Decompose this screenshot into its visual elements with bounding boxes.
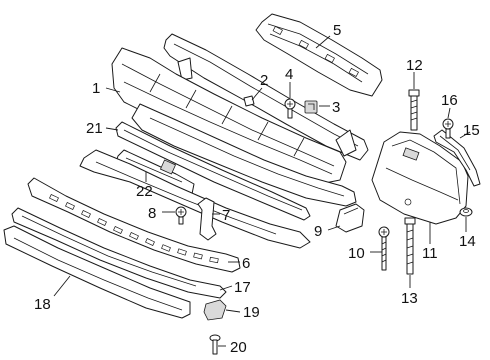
leader-21 xyxy=(105,127,119,131)
part-1-energy-absorber xyxy=(111,47,347,185)
callout-13: 13 xyxy=(401,290,418,307)
part-2-reinforcement-bar xyxy=(163,33,369,161)
leader-18 xyxy=(53,275,71,297)
callout-labels: 1 2 3 4 5 6 7 8 9 10 11 12 13 14 15 16 1… xyxy=(34,22,480,356)
part-6-lower-grille xyxy=(27,177,241,273)
part-16-bolt xyxy=(442,118,454,139)
leader-lines xyxy=(53,35,471,347)
part-17-lower-strip xyxy=(11,207,227,299)
callout-4: 4 xyxy=(285,66,293,83)
callout-3: 3 xyxy=(332,99,340,116)
callout-12: 12 xyxy=(406,57,423,74)
part-7-small-bracket xyxy=(197,197,217,241)
part-14-nut xyxy=(459,207,473,217)
callout-2: 2 xyxy=(260,72,268,89)
part-8-push-clip xyxy=(175,206,187,225)
part-grille-body xyxy=(131,103,357,207)
part-12-long-bolt xyxy=(408,89,420,131)
callout-9: 9 xyxy=(314,223,322,240)
part-5-upper-bracket xyxy=(255,13,383,97)
leader-16 xyxy=(447,107,451,119)
leader-9 xyxy=(327,225,341,231)
part-upper-cover-panel xyxy=(79,149,311,249)
callout-16: 16 xyxy=(441,92,458,109)
part-18-lower-valance xyxy=(3,225,191,319)
callout-10: 10 xyxy=(348,245,365,262)
callout-5: 5 xyxy=(333,22,341,39)
part-13-long-bolt xyxy=(404,217,416,275)
callout-6: 6 xyxy=(242,255,250,272)
part-11-bumper-bracket xyxy=(371,131,469,225)
callout-21: 21 xyxy=(86,120,103,137)
part-4-screw xyxy=(284,98,296,119)
callout-15: 15 xyxy=(463,122,480,139)
leader-17 xyxy=(219,285,233,291)
part-15-trim-strip xyxy=(433,129,481,187)
callout-19: 19 xyxy=(243,304,260,321)
part-9-bracket xyxy=(335,203,365,233)
callout-11: 11 xyxy=(422,245,438,262)
part-19-clip xyxy=(203,299,227,321)
callout-22: 22 xyxy=(136,183,153,200)
callout-7: 7 xyxy=(222,207,230,224)
part-3-clip xyxy=(304,100,318,114)
callout-8: 8 xyxy=(148,205,156,222)
callout-18: 18 xyxy=(34,296,51,313)
leader-15 xyxy=(459,131,471,139)
part-10-bolt xyxy=(378,226,390,271)
part-20-push-pin xyxy=(209,334,221,355)
callout-20: 20 xyxy=(230,339,247,356)
callout-1: 1 xyxy=(92,80,100,97)
part-21-absorber-strip xyxy=(115,121,311,221)
leader-2 xyxy=(251,87,263,101)
leader-19 xyxy=(225,309,241,313)
leader-1 xyxy=(105,87,121,93)
callout-17: 17 xyxy=(234,279,251,296)
callout-14: 14 xyxy=(459,233,476,250)
leader-5 xyxy=(315,35,331,49)
